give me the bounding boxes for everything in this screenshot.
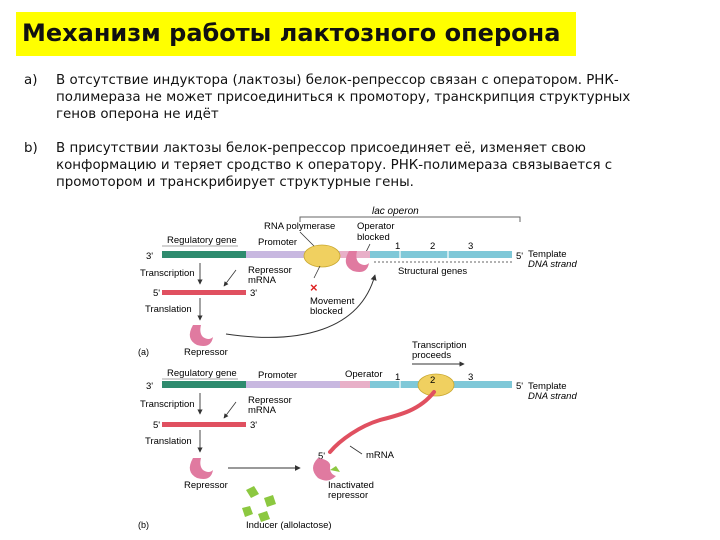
promoter-label: Promoter xyxy=(258,237,297,248)
bound-inducer-shape xyxy=(330,466,340,472)
repressor-mrna-label: Repressor mRNA xyxy=(248,265,294,286)
repressor-mrna-label-b: Repressor mRNA xyxy=(248,395,294,416)
dna-5prime-label-b: 5' xyxy=(516,381,523,392)
mrna-label: mRNA xyxy=(366,450,395,461)
rna-polymerase-shape-b xyxy=(417,373,455,397)
regulatory-gene-segment xyxy=(162,251,246,258)
regulatory-gene-label-b: Regulatory gene xyxy=(167,368,237,379)
mrna-5prime-label-b: 5' xyxy=(153,420,160,431)
promoter-segment-b xyxy=(246,381,340,388)
repressor-label: Repressor xyxy=(184,347,228,358)
dna-3prime-label: 3' xyxy=(146,251,153,262)
movement-blocked-label: Movement blocked xyxy=(310,296,357,317)
structural-genes-label: Structural genes xyxy=(398,266,467,277)
free-repressor-shape-b xyxy=(189,458,213,479)
transcription-label-b: Transcription xyxy=(140,399,195,410)
bound-repressor-shape xyxy=(345,251,369,272)
blocked-pointer-line xyxy=(313,265,321,279)
inactivated-repressor-label: Inactivated repressor xyxy=(328,480,377,501)
gene-number-1-b: 1 xyxy=(395,372,400,383)
regulatory-gene-label: Regulatory gene xyxy=(167,235,237,246)
gene-number-3: 3 xyxy=(468,241,473,252)
inducer-label: Inducer (allolactose) xyxy=(246,520,332,531)
operator-label-b: Operator xyxy=(345,369,383,380)
slide-title: Механизм работы лактозного оперона xyxy=(22,19,561,47)
promoter-segment xyxy=(246,251,300,258)
block-x-mark: × xyxy=(310,280,318,295)
panel-a-label: (a) xyxy=(138,347,149,357)
repressor-label-b: Repressor xyxy=(184,480,228,491)
dna-5prime-label: 5' xyxy=(516,251,523,262)
template-strand-label-b: Template DNA strand xyxy=(528,381,577,402)
gene-number-3-b: 3 xyxy=(468,372,473,383)
regulatory-gene-segment-b xyxy=(162,381,246,388)
paragraph-line: промотором и транскрибирует структурные … xyxy=(56,175,414,190)
gene-number-2-b: 2 xyxy=(430,375,435,386)
gene-number-2: 2 xyxy=(430,241,435,252)
inducer-molecule xyxy=(264,495,276,507)
mrna-pointer-arrow-b xyxy=(223,401,237,419)
mrna-3prime-label: 3' xyxy=(250,288,257,299)
operator-segment-b xyxy=(340,381,370,388)
template-strand-label: Template DNA strand xyxy=(528,249,577,270)
lac-operon-bracket xyxy=(299,216,521,222)
inducer-molecule xyxy=(246,486,259,498)
repressor-binding-arrow xyxy=(225,274,377,338)
panel-b-label: (b) xyxy=(138,520,149,530)
operator-blocked-label: Operator blocked xyxy=(357,221,397,243)
operon-mrna-strand xyxy=(328,390,436,454)
inactivated-repressor-shape xyxy=(313,458,336,481)
gene-number-1: 1 xyxy=(395,241,400,252)
lac-operon-label: lac operon xyxy=(372,206,419,217)
promoter-label-b: Promoter xyxy=(258,370,297,381)
translation-label: Translation xyxy=(145,304,192,315)
paragraph-marker: b) xyxy=(24,141,38,156)
transcription-proceeds-label: Transcription proceeds xyxy=(412,340,469,361)
inducer-molecule xyxy=(258,511,270,522)
mrna-3prime-label-b: 3' xyxy=(250,420,257,431)
translation-label-b: Translation xyxy=(145,436,192,447)
transcription-label: Transcription xyxy=(140,268,195,279)
mrna-pointer-arrow xyxy=(223,269,237,287)
title-highlight xyxy=(16,12,576,56)
repressor-mrna-strand xyxy=(162,290,246,295)
paragraph-b: b) В присутствии лактозы белок-репрессор… xyxy=(24,140,714,192)
mrna-pointer-line xyxy=(349,445,363,455)
free-repressor-shape xyxy=(189,325,213,346)
rna-polymerase-label: RNA polymerase xyxy=(264,221,335,232)
operon-mrna-5prime: 5' xyxy=(318,451,325,462)
paragraph-line: В присутствии лактозы белок-репрессор пр… xyxy=(56,141,586,156)
paragraph-a: a) В отсутствие индуктора (лактозы) бело… xyxy=(24,72,714,124)
mrna-5prime-label: 5' xyxy=(153,288,160,299)
structural-genes-segment xyxy=(370,251,512,258)
paragraph-line: полимераза не может присоединиться к про… xyxy=(56,90,631,105)
repressor-mrna-strand-b xyxy=(162,422,246,427)
paragraph-line: генов оперона не идёт xyxy=(56,107,219,122)
paragraph-line: конформацию и теряет сродство к оператор… xyxy=(56,158,613,173)
dna-3prime-label-b: 3' xyxy=(146,381,153,392)
inducer-molecule xyxy=(242,506,253,517)
rna-polymerase-shape xyxy=(303,244,341,268)
paragraph-line: В отсутствие индуктора (лактозы) белок-р… xyxy=(56,73,619,88)
paragraph-marker: a) xyxy=(24,73,38,88)
